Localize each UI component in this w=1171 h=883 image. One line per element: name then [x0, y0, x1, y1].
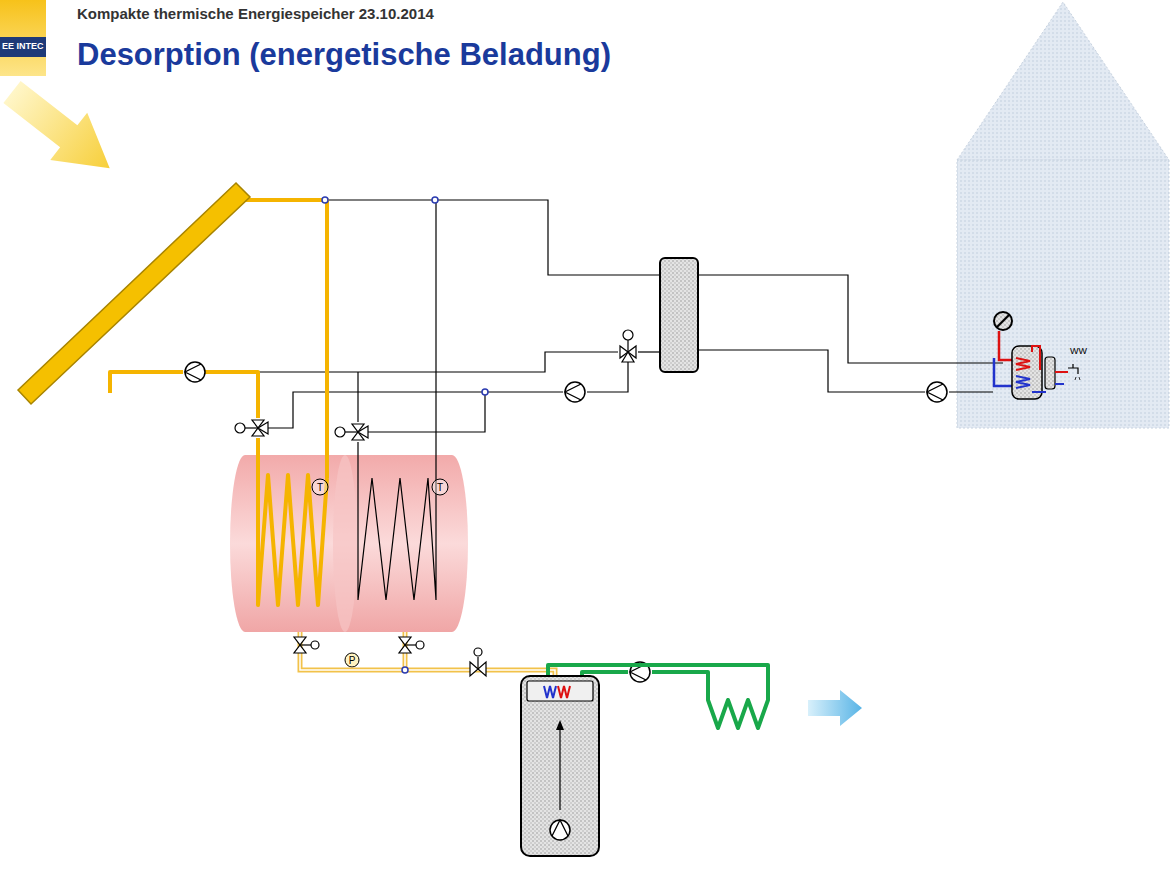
hot-water-unit [1032, 346, 1040, 370]
three-way-valve [358, 426, 368, 438]
hot-water-unit [1016, 376, 1030, 388]
three-way-valve [345, 431, 358, 432]
sensor-label: T [437, 482, 443, 493]
vapour-pipe [300, 632, 555, 680]
shutoff-valve [474, 648, 482, 656]
solar-pipe [258, 438, 327, 605]
solar-collector [18, 183, 250, 404]
solar-pipe [110, 372, 183, 393]
house [957, 160, 1169, 428]
hot-water-unit [1055, 383, 1064, 385]
shutoff-valve [416, 641, 424, 649]
condenser-vessel [521, 676, 599, 856]
hot-water-unit [1075, 377, 1080, 380]
house [957, 2, 1169, 428]
circuit-line [325, 200, 660, 275]
logo-text: EE INTEC [2, 42, 44, 52]
three-way-valve [235, 330, 636, 440]
three-way-valve [622, 352, 634, 362]
slide-header: Kompakte thermische Energiespeicher 23.1… [77, 6, 434, 23]
hydraulic-scheme [927, 382, 947, 402]
sensor-circle [312, 479, 448, 667]
vapour-pipe [300, 632, 555, 680]
storage-tank [345, 455, 468, 632]
three-way-valve [235, 423, 245, 433]
solar-pipe [110, 200, 327, 605]
sensor-circle [345, 653, 359, 667]
condenser-vessel [521, 676, 599, 856]
condenser-vessel [544, 686, 556, 698]
circuit-line [208, 200, 1003, 600]
sensor-circle [312, 479, 328, 495]
hot-water-unit [1055, 371, 1068, 373]
heat-exchanger [660, 258, 698, 372]
circuit-line [357, 372, 358, 422]
hydraulic-scheme [550, 820, 570, 840]
hot-water-label: WW [1070, 347, 1087, 357]
circuit-line [368, 392, 485, 432]
junction-dot [322, 197, 328, 203]
hot-water-unit [1045, 357, 1055, 389]
circuit-line [358, 200, 436, 600]
solar-pipe [205, 372, 258, 418]
circuit-line [638, 351, 660, 352]
hot-water-unit [994, 312, 1080, 399]
solar-pipe [236, 200, 327, 478]
three-way-valve [245, 427, 258, 428]
shutoff-valve [294, 637, 486, 676]
hot-water-unit [997, 315, 1009, 327]
shutoff-valve [477, 657, 478, 669]
sensor-circle [432, 479, 448, 495]
junction-dot [322, 197, 488, 395]
condenser-vessel [556, 720, 564, 730]
hot-water-unit [1016, 358, 1030, 370]
hot-water-unit [994, 358, 1014, 386]
shutoff-valve [402, 667, 408, 673]
logo [0, 0, 46, 76]
three-way-valve [627, 340, 628, 352]
condenser-vessel [527, 681, 593, 701]
logo [0, 37, 46, 57]
condenser-vessel [559, 726, 560, 810]
sun-arrow [0, 68, 128, 192]
circuit-line [949, 391, 993, 392]
hot-water-unit [994, 312, 1012, 330]
circuit-line [587, 362, 628, 392]
hot-water-unit [1032, 391, 1046, 393]
circuit-line [698, 350, 925, 392]
hydraulic-scheme [565, 382, 585, 402]
condenser-vessel [558, 686, 570, 698]
junction-dot [432, 197, 438, 203]
shutoff-valve [300, 644, 311, 645]
junction-dot [482, 389, 488, 395]
hydraulic-scheme [185, 362, 205, 382]
three-way-valve [258, 422, 268, 434]
circuit-line [268, 392, 563, 428]
shutoff-valve [311, 641, 319, 649]
hot-water-unit [1068, 364, 1078, 374]
sensor-label: P [349, 655, 356, 666]
three-way-valve [335, 427, 345, 437]
storage-tank [333, 455, 357, 632]
circuit-line [208, 352, 618, 372]
heat-arrow [808, 690, 862, 726]
shutoff-valve [405, 644, 416, 645]
vapour-pipe [300, 632, 555, 680]
slide-title: Desorption (energetische Beladung) [77, 38, 611, 72]
sensor-label: T [317, 482, 323, 493]
logo [0, 0, 46, 76]
three-way-valve [623, 330, 633, 340]
house [957, 2, 1169, 160]
